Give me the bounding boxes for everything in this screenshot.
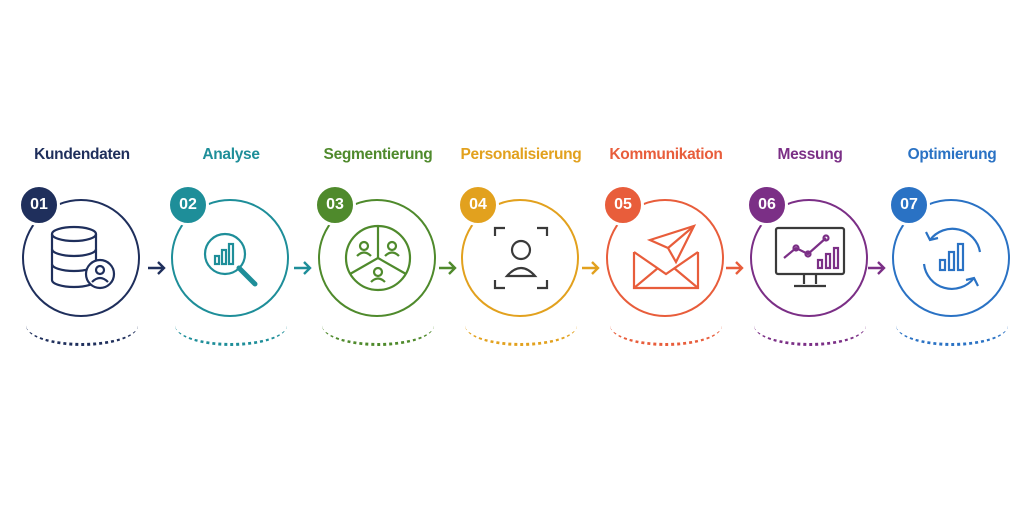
arrow-right-icon [868, 261, 886, 275]
dotted-shadow [610, 324, 722, 346]
step-kommunikation: Kommunikation 05 [596, 140, 736, 360]
step-title: Analyse [202, 146, 260, 163]
monitor-chart-icon [774, 226, 846, 288]
dotted-shadow [465, 324, 577, 346]
step-number-badge: 02 [167, 184, 209, 226]
step-number-badge: 05 [602, 184, 644, 226]
step-title: Messung [777, 146, 843, 163]
envelope-paper-plane-icon [632, 224, 700, 290]
segmented-pie-users-icon [344, 224, 412, 292]
arrow-right-icon [148, 261, 166, 275]
arrow-right-icon [439, 261, 457, 275]
dotted-shadow [26, 324, 138, 346]
arrow-right-icon [582, 261, 600, 275]
step-optimierung: Optimierung 07 [882, 140, 1022, 360]
dotted-shadow [896, 324, 1008, 346]
step-kundendaten: Kundendaten 01 [12, 140, 152, 360]
arrow-right-icon [294, 261, 312, 275]
step-number-badge: 04 [457, 184, 499, 226]
step-title: Kommunikation [609, 146, 723, 163]
step-title: Kundendaten [34, 146, 130, 163]
arrow-right-icon [726, 261, 744, 275]
magnifier-chart-icon [203, 232, 258, 287]
step-title: Optimierung [907, 146, 997, 163]
step-messung: Messung 06 [740, 140, 880, 360]
step-personalisierung: Personalisierung 04 [451, 140, 591, 360]
step-number-badge: 07 [888, 184, 930, 226]
step-title: Personalisierung [460, 146, 582, 163]
step-number-badge: 06 [746, 184, 788, 226]
dotted-shadow [175, 324, 287, 346]
step-title: Segmentierung [323, 146, 433, 163]
database-user-icon [50, 225, 116, 290]
user-focus-frame-icon [493, 226, 549, 290]
step-segmentierung: Segmentierung 03 [308, 140, 448, 360]
dotted-shadow [322, 324, 434, 346]
dotted-shadow [754, 324, 866, 346]
step-number-badge: 03 [314, 184, 356, 226]
step-number-badge: 01 [18, 184, 60, 226]
cycle-chart-icon [922, 227, 982, 290]
step-analyse: Analyse 02 [161, 140, 301, 360]
